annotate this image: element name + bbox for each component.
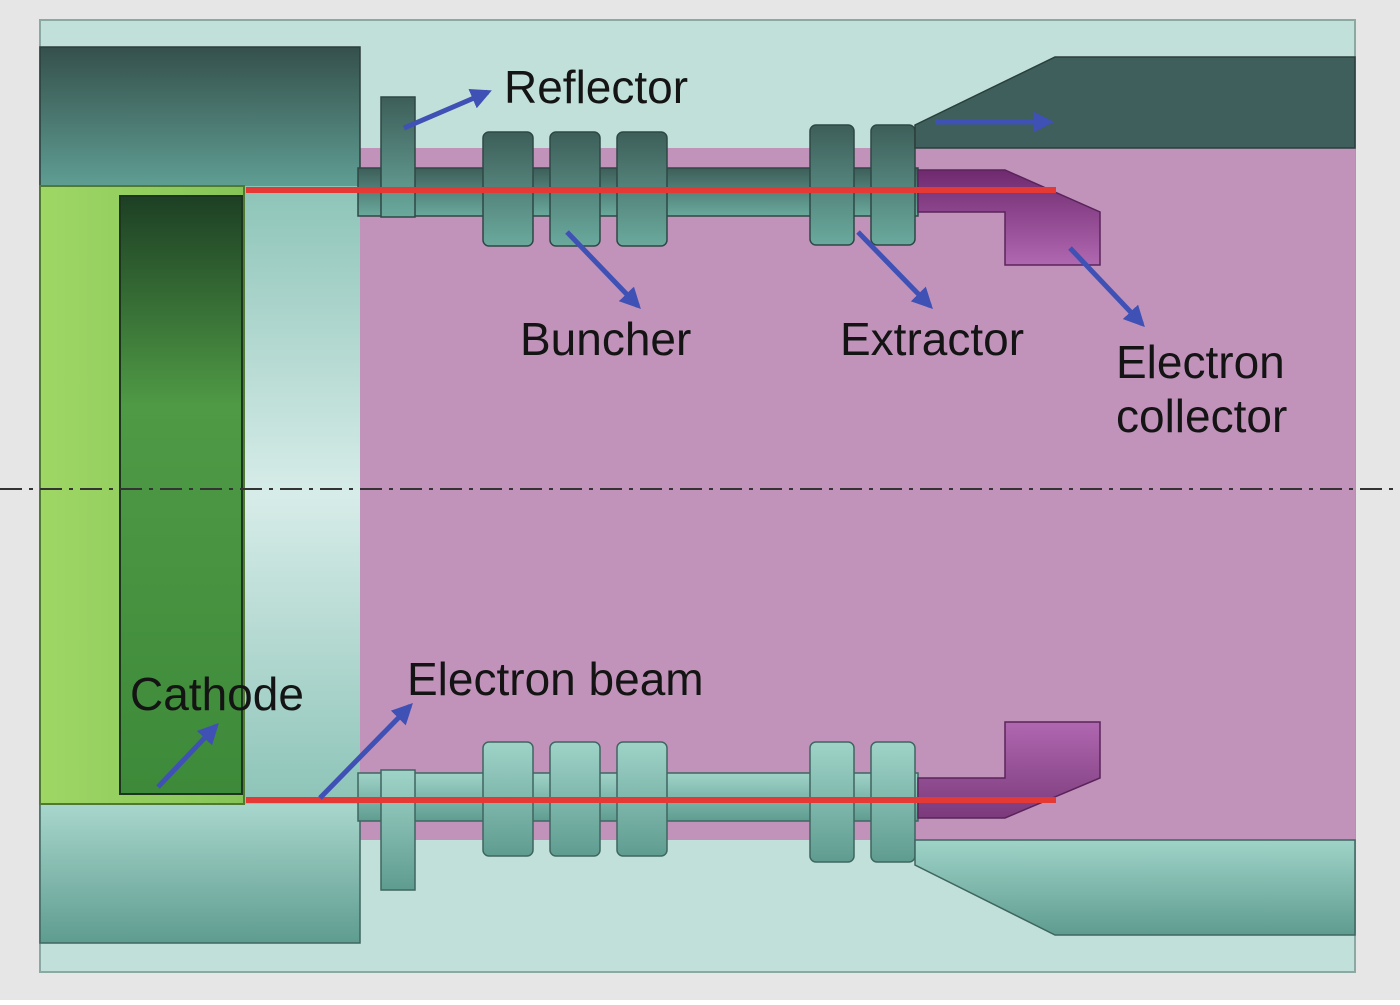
vacuum-region xyxy=(358,148,1355,840)
extractor-label: Extractor xyxy=(840,313,1024,365)
bottom-body-block xyxy=(39,802,361,944)
top-body-block xyxy=(39,46,361,188)
electron-collector-label-line2: collector xyxy=(1116,390,1287,442)
electron-collector-arrow xyxy=(1068,246,1145,328)
reflector-arrow xyxy=(403,88,492,131)
top-extractor-cavities xyxy=(809,124,916,246)
top-collector-housing xyxy=(914,56,1356,149)
bottom-collector-housing xyxy=(914,839,1356,936)
reflector-label: Reflector xyxy=(504,61,688,113)
buncher-label: Buncher xyxy=(520,313,691,365)
cathode-emitter xyxy=(119,195,243,795)
top-reflector xyxy=(380,96,416,218)
top-electron-collector xyxy=(917,169,1101,266)
gun-column xyxy=(244,186,360,804)
buncher-arrow xyxy=(565,230,641,310)
electron-beam-arrow xyxy=(318,702,413,800)
bottom-reflector xyxy=(380,769,416,891)
bottom-electron-collector xyxy=(917,721,1101,819)
cathode-arrow xyxy=(156,722,219,789)
extractor-arrow xyxy=(856,230,933,310)
electron-collector-label-line1: Electron xyxy=(1116,336,1285,388)
cathode-label: Cathode xyxy=(130,668,304,720)
electron-beam-label: Electron beam xyxy=(407,653,704,705)
